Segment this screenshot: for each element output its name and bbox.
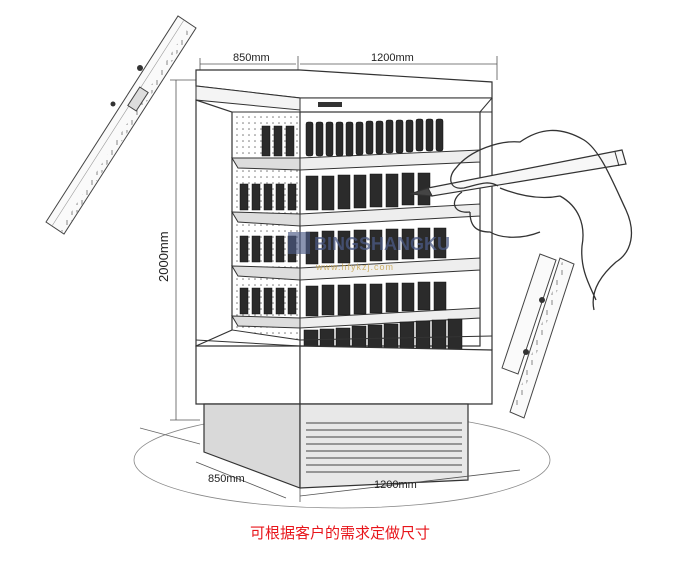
watermark-brand: BINGSHANGKU bbox=[314, 234, 450, 254]
top-depth-label: 850mm bbox=[233, 52, 270, 64]
watermark: BINGSHANGKU www.hfykzj.com bbox=[288, 232, 450, 272]
ruler-left bbox=[45, 15, 197, 235]
bottom-width-label: 1200mm bbox=[374, 479, 417, 491]
bottom-dimensions: 850mm 1200mm bbox=[195, 461, 521, 502]
display-cabinet bbox=[195, 69, 493, 489]
bottom-depth-label: 850mm bbox=[208, 473, 245, 485]
height-dimension: 2000mm bbox=[156, 79, 200, 421]
caption: 可根据客户的需求定做尺寸 bbox=[249, 524, 430, 542]
ruler-right bbox=[501, 253, 575, 419]
top-width-label: 1200mm bbox=[371, 52, 414, 64]
height-label: 2000mm bbox=[156, 231, 171, 282]
shelves bbox=[231, 149, 481, 329]
watermark-url: www.hfykzj.com bbox=[315, 262, 394, 272]
hand-with-pencil bbox=[409, 129, 633, 311]
